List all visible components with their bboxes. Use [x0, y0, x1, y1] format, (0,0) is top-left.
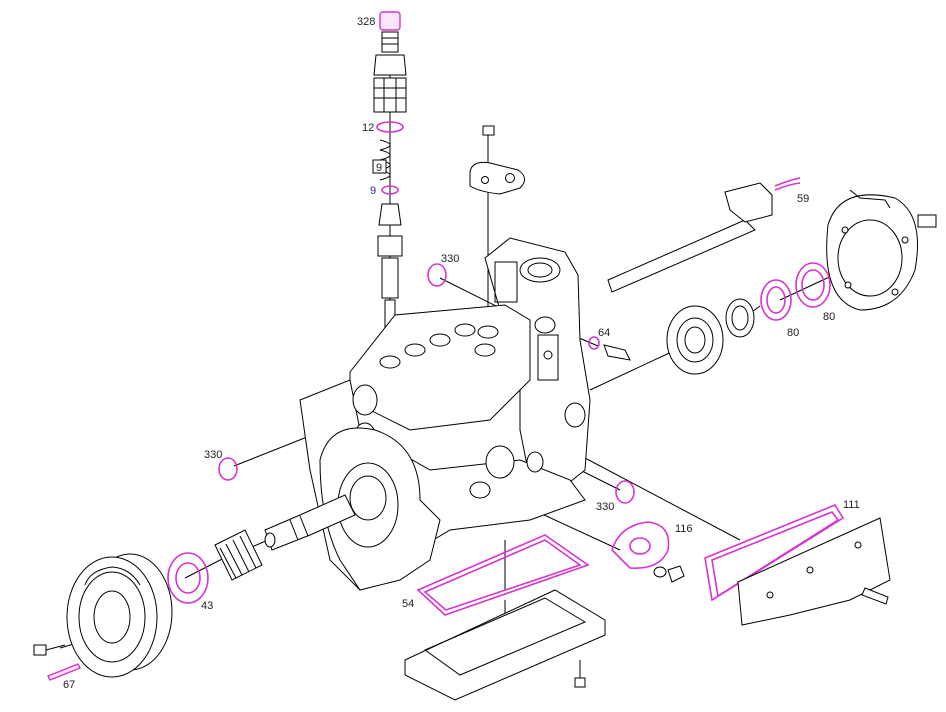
pulley-hub	[93, 590, 131, 644]
fittings-64	[427, 263, 631, 361]
valve-body	[378, 203, 402, 226]
o-ring-12	[376, 121, 404, 133]
cap-part-328	[379, 11, 401, 31]
label-111: 111	[843, 499, 860, 511]
label-116: 116	[675, 523, 693, 535]
washer-64	[588, 336, 600, 350]
hex-nut	[667, 565, 685, 583]
threaded-stem	[381, 31, 399, 53]
seal-ring-80a	[760, 279, 792, 321]
label-80-left: 80	[787, 327, 799, 339]
plunger-stack	[372, 11, 407, 331]
wire-59	[774, 177, 801, 187]
pump-housing	[264, 237, 591, 591]
label-64: 64	[598, 327, 610, 339]
part-labels: 328 12 9 9 59 330 64 80 80 330 330 111 1…	[63, 16, 860, 691]
rod-shaft	[607, 219, 756, 293]
label-328: 328	[357, 16, 375, 28]
right-parts	[666, 189, 937, 375]
plug-330-left	[218, 457, 238, 481]
side-plate-111	[704, 504, 891, 626]
housing-head	[349, 304, 531, 431]
needle-bearing	[214, 529, 263, 581]
drive-shaft	[264, 494, 356, 551]
rod-head	[724, 182, 773, 223]
banjo-bolt	[603, 344, 631, 361]
label-67: 67	[63, 679, 75, 691]
label-43: 43	[201, 600, 213, 612]
label-330-top: 330	[441, 253, 459, 265]
hex-fitting-lower	[373, 77, 407, 113]
shaft-seal	[725, 298, 755, 338]
bracket-assembly	[469, 125, 525, 195]
front-bearing-parts	[167, 529, 263, 604]
plunger-barrel	[381, 257, 399, 299]
key-pin-67	[47, 663, 81, 681]
label-330-right: 330	[596, 501, 614, 513]
flange-116	[611, 521, 685, 583]
side-lever	[537, 334, 559, 381]
label-12: 12	[362, 122, 374, 134]
label-9-box: 9	[376, 162, 382, 174]
bottom-cover-parts	[404, 534, 606, 701]
valve-collar	[377, 235, 403, 257]
cover-bolt	[574, 677, 586, 688]
washer-9	[381, 185, 399, 195]
drive-pulley	[33, 553, 173, 681]
shim-block-9	[372, 159, 387, 174]
plate-screw	[861, 587, 889, 605]
side-cover-plate	[737, 517, 891, 626]
seal-ring-80b	[795, 262, 831, 308]
hex-fitting-upper	[373, 54, 407, 76]
screw-head-top	[482, 125, 495, 136]
cover-screw	[917, 214, 937, 228]
label-59: 59	[797, 193, 809, 205]
gasket-54	[416, 534, 590, 616]
label-54: 54	[402, 598, 414, 610]
label-80-right: 80	[823, 311, 835, 323]
bottom-cover	[404, 589, 606, 701]
flange-gasket-116	[611, 521, 670, 569]
end-cover-plate	[826, 194, 918, 311]
shaft-seal-43	[167, 552, 209, 604]
label-330-left: 330	[204, 449, 222, 461]
mounting-bracket	[469, 161, 525, 195]
label-9: 9	[370, 185, 376, 197]
lock-washer	[653, 566, 667, 578]
plug-330-right	[615, 480, 635, 504]
lever-rod	[607, 177, 801, 293]
pulley-screw	[33, 644, 47, 656]
plug-330-top	[427, 263, 447, 287]
side-gasket-111	[704, 504, 845, 602]
ball-bearing	[666, 305, 724, 375]
